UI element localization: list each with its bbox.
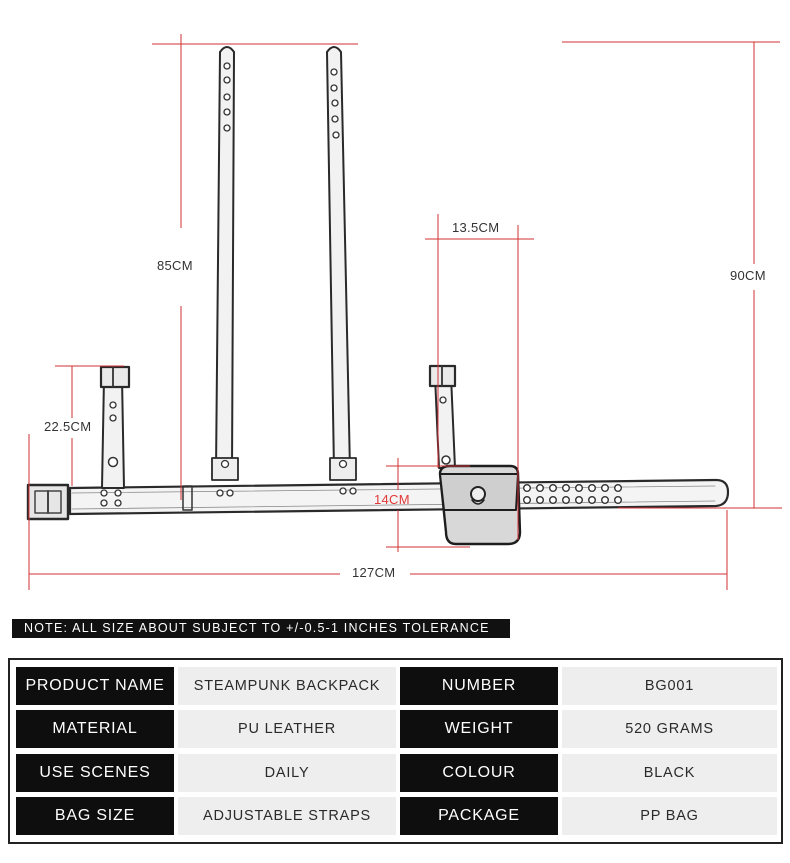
belt-length-label: 127CM (352, 565, 396, 580)
spec-value: ADJUSTABLE STRAPS (178, 797, 396, 835)
spec-key: MATERIAL (16, 710, 174, 748)
spec-key: BAG SIZE (16, 797, 174, 835)
belt-holes (523, 484, 623, 505)
spec-table: PRODUCT NAME STEAMPUNK BACKPACK NUMBER B… (8, 658, 783, 844)
strap-length-label: 85CM (157, 258, 193, 273)
long-strap-right (326, 46, 357, 481)
spec-key: COLOUR (400, 754, 558, 792)
spec-value: 520 GRAMS (562, 710, 777, 748)
left-short-strap (99, 365, 131, 489)
bag-height-label: 14CM (374, 492, 410, 507)
bag-width-label: 13.5CM (452, 220, 500, 235)
spec-value: PU LEATHER (178, 710, 396, 748)
spec-value: BG001 (562, 667, 777, 705)
spec-value: DAILY (178, 754, 396, 792)
spec-key: PACKAGE (400, 797, 558, 835)
dimension-lines (28, 34, 782, 590)
spec-value: PP BAG (562, 797, 777, 835)
right-short-strap (428, 364, 457, 469)
side-strap-label: 22.5CM (44, 419, 92, 434)
spec-key: WEIGHT (400, 710, 558, 748)
spec-key: USE SCENES (16, 754, 174, 792)
total-height-label: 90CM (730, 268, 766, 283)
spec-value: BLACK (562, 754, 777, 792)
spec-key: NUMBER (400, 667, 558, 705)
belt-sketch (26, 34, 782, 590)
pouch-bag (438, 464, 522, 546)
spec-value: STEAMPUNK BACKPACK (178, 667, 396, 705)
spec-key: PRODUCT NAME (16, 667, 174, 705)
product-diagram: 85CM 90CM 13.5CM 14CM 22.5CM 127CM (26, 34, 782, 590)
tolerance-note: NOTE: ALL SIZE ABOUT SUBJECT TO +/-0.5-1… (12, 619, 510, 638)
long-strap-left (211, 46, 239, 481)
